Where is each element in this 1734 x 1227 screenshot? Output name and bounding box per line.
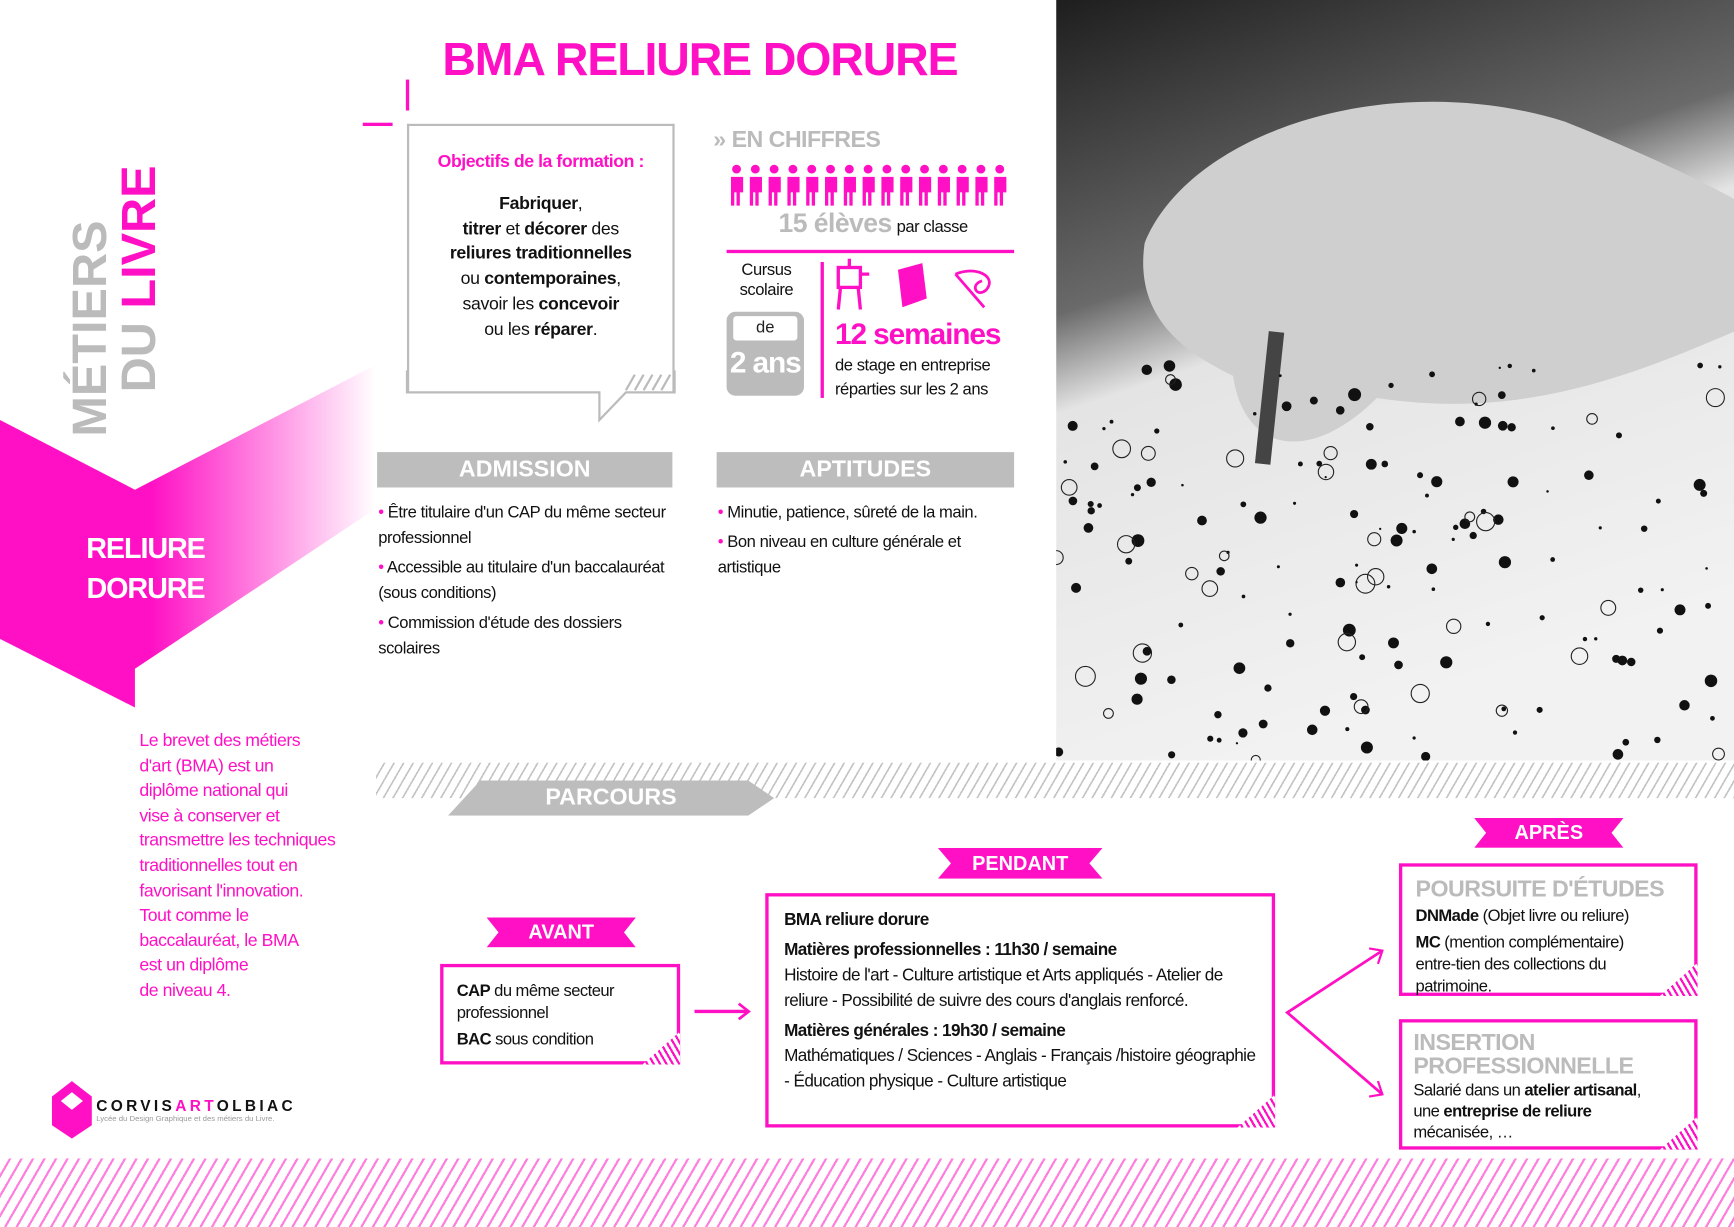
- intro-line: de niveau 4.: [139, 981, 231, 1001]
- avant-label: AVANT: [486, 917, 636, 948]
- student-icon: [767, 164, 781, 206]
- student-icon: [955, 164, 969, 206]
- students-count: 15 élèves par classe: [778, 208, 969, 239]
- corner-mark: [405, 79, 410, 111]
- intro-line: Le brevet des métiers: [139, 731, 301, 751]
- intro-line: Tout comme le: [139, 906, 249, 926]
- admission-list: Être titulaire d'un CAP du même secteur …: [378, 500, 677, 666]
- chevron-banner: [0, 364, 377, 708]
- student-icon: [917, 164, 932, 206]
- aptitudes-list: Minutie, patience, sûreté de la main. Bon…: [718, 500, 1006, 585]
- poursuite-box: POURSUITE D'ÉTUDES DNMade (Objet livre o…: [1398, 863, 1698, 996]
- intro-line: d'art (BMA) est un: [139, 756, 274, 776]
- students-icons: [728, 164, 1016, 208]
- intro-line: vise à conserver et: [139, 806, 280, 826]
- intro-line: favorisant l'innovation.: [139, 881, 304, 901]
- objectives-box: Objectifs de la formation : Fabriquer,ti…: [406, 123, 675, 393]
- apres-label: APRÈS: [1474, 817, 1624, 848]
- student-icon: [993, 164, 1007, 206]
- student-icon: [936, 164, 950, 206]
- student-icon: [786, 164, 800, 206]
- list-item: Bon niveau en culture générale et artist…: [718, 529, 1006, 580]
- cursus-label: Cursus scolaire: [739, 260, 794, 300]
- pendant-label: PENDANT: [937, 847, 1103, 879]
- student-icon: [823, 164, 838, 206]
- intro-line: baccalauréat, le BMA: [139, 931, 299, 951]
- student-icon: [974, 164, 988, 206]
- student-icon: [805, 164, 819, 206]
- en-chiffres-heading: » EN CHIFFRES: [713, 127, 881, 153]
- list-item: Minutie, patience, sûreté de la main.: [718, 500, 1006, 525]
- speech-tail: [405, 370, 676, 423]
- objectives-heading: Objectifs de la formation :: [437, 152, 645, 172]
- easel-icon: [836, 258, 870, 310]
- internship-weeks: 12 semaines: [834, 317, 1002, 351]
- list-item: Être titulaire d'un CAP du même secteur …: [378, 500, 677, 551]
- admission-heading: ADMISSION: [377, 452, 673, 488]
- divider: [726, 249, 1015, 254]
- student-icon: [899, 164, 913, 206]
- bottom-hatch: [0, 1158, 1734, 1227]
- bookbinding-photo: [1056, 0, 1734, 761]
- student-icon: [748, 164, 762, 206]
- insertion-box: INSERTION PROFESSIONNELLE Salarié dans u…: [1398, 1019, 1698, 1150]
- avant-box: CAP du même secteur professionnel BAC so…: [440, 963, 681, 1065]
- student-icon: [880, 164, 894, 206]
- craft-icons: [836, 258, 991, 310]
- pendant-box: BMA reliure dorure Matières professionne…: [765, 893, 1276, 1128]
- parcours-heading: PARCOURS: [447, 780, 775, 816]
- school-logo: CORVISARTOLBIAC Lycée du Design Graphiqu…: [50, 1081, 315, 1139]
- aptitudes-heading: APTITUDES: [716, 452, 1015, 488]
- needle-icon: [954, 269, 991, 309]
- student-icon: [729, 164, 744, 206]
- page-title: BMA RELIURE DORURE: [442, 33, 958, 86]
- side-title: MÉTIERS DU LIVRE: [63, 165, 166, 437]
- book-icon: [897, 263, 927, 308]
- intro-line: est un diplôme: [139, 956, 249, 976]
- intro-line: diplôme national qui: [139, 781, 288, 801]
- intro-paragraph: Le brevet des métiers d'art (BMA) est un d…: [139, 730, 335, 1005]
- corner-mark: [362, 122, 393, 127]
- intro-line: traditionnelles tout en: [139, 856, 298, 876]
- branch-arrows: [1284, 947, 1384, 1098]
- list-item: Commission d'étude des dossiers scolaire…: [378, 610, 677, 661]
- arrow-icon: [694, 1002, 751, 1021]
- intro-line: transmettre les techniques: [139, 831, 336, 851]
- student-icon: [861, 164, 875, 206]
- list-item: Accessible au titulaire d'un baccalauréa…: [378, 555, 677, 606]
- logo-mark-icon: [51, 1081, 92, 1139]
- divider: [820, 261, 824, 398]
- calendar-icon: de 2 ans: [726, 311, 804, 396]
- student-icon: [842, 164, 856, 206]
